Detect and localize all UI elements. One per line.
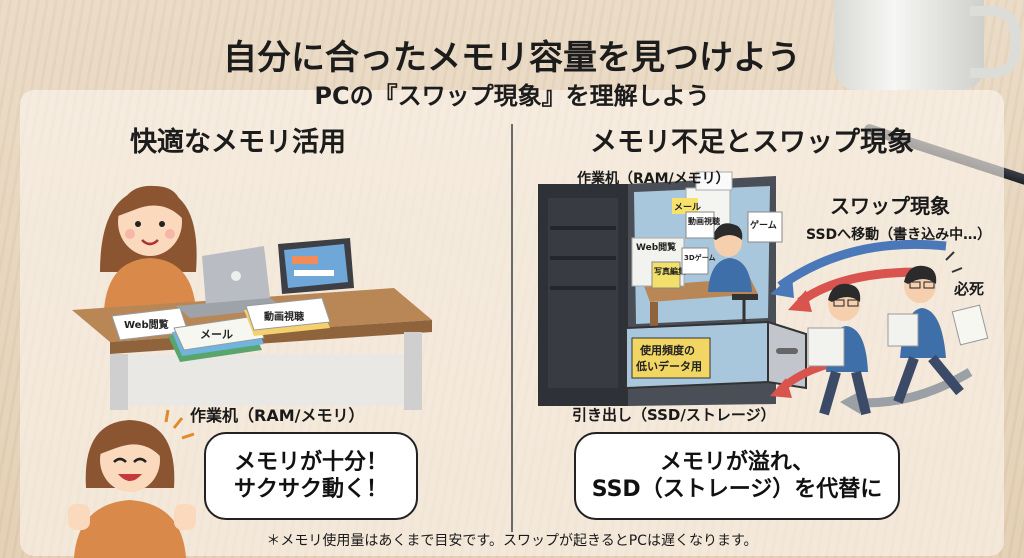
svg-text:3Dゲーム: 3Dゲーム	[684, 253, 715, 262]
laptop	[176, 246, 284, 318]
coffee-mug	[834, 0, 984, 90]
left-desk-label: 作業机（RAM/メモリ）	[190, 406, 365, 425]
right-bubble-line2: SSD（ストレージ）を代替に	[591, 477, 883, 502]
mug-handle	[970, 6, 1020, 78]
tablet	[278, 238, 354, 294]
swap-title: スワップ現象	[830, 194, 950, 218]
comfortable-desk-illustration: Web閲覧 メール 動画視聴	[72, 185, 432, 410]
left-bubble-line2: サクサク動く！	[233, 477, 388, 502]
footnote: ＊メモリ使用量はあくまで目安です。スワップが起きるとPCは遅くなります。	[266, 533, 758, 549]
svg-text:動画視聴: 動画視聴	[688, 216, 720, 226]
thumbs-up-woman	[68, 409, 196, 558]
left-section-heading: 快適なメモリ活用	[130, 127, 346, 158]
overflow-pc-illustration: Web閲覧 メール 動画視聴 写真編集 3Dゲーム ゲーム 使用頻度の 低いデー…	[538, 171, 807, 406]
svg-text:使用頻度の: 使用頻度の	[639, 343, 695, 357]
swap-caption: SSDへ移動（書き込み中…）	[806, 227, 992, 243]
svg-text:低いデータ用: 低いデータ用	[635, 359, 702, 373]
svg-text:メール: メール	[674, 202, 701, 213]
left-speech-bubble: メモリが十分！ サクサク動く！	[204, 432, 418, 520]
section-divider	[511, 124, 513, 532]
svg-text:Web閲覧: Web閲覧	[124, 318, 169, 331]
left-bubble-line1: メモリが十分！	[233, 449, 388, 475]
svg-text:ゲーム: ゲーム	[750, 219, 777, 231]
swap-arrows-and-workers	[770, 239, 989, 416]
right-bubble-line1: メモリが溢れ、	[659, 449, 815, 475]
paper-email: メール	[168, 315, 265, 362]
right-drawer-label: 引き出し（SSD/ストレージ）	[572, 406, 776, 424]
right-section-heading: メモリ不足とスワップ現象	[590, 127, 914, 158]
svg-text:動画視聴: 動画視聴	[264, 310, 304, 323]
paper-web-browsing: Web閲覧	[111, 307, 189, 341]
svg-text:Web閲覧: Web閲覧	[636, 241, 676, 253]
right-speech-bubble: メモリが溢れ、 SSD（ストレージ）を代替に	[574, 432, 900, 520]
paper-video: 動画視聴	[244, 297, 331, 336]
woman-at-desk	[100, 185, 197, 310]
effort-label: 必死	[954, 280, 985, 298]
page-title: 自分に合ったメモリ容量を見つけよう	[223, 38, 801, 78]
svg-text:メール: メール	[200, 328, 233, 341]
svg-text:写真編集: 写真編集	[654, 266, 687, 276]
page-subtitle: PCの『スワップ現象』を理解しよう	[314, 82, 710, 110]
right-desk-label: 作業机（RAM/メモリ）	[577, 171, 730, 187]
